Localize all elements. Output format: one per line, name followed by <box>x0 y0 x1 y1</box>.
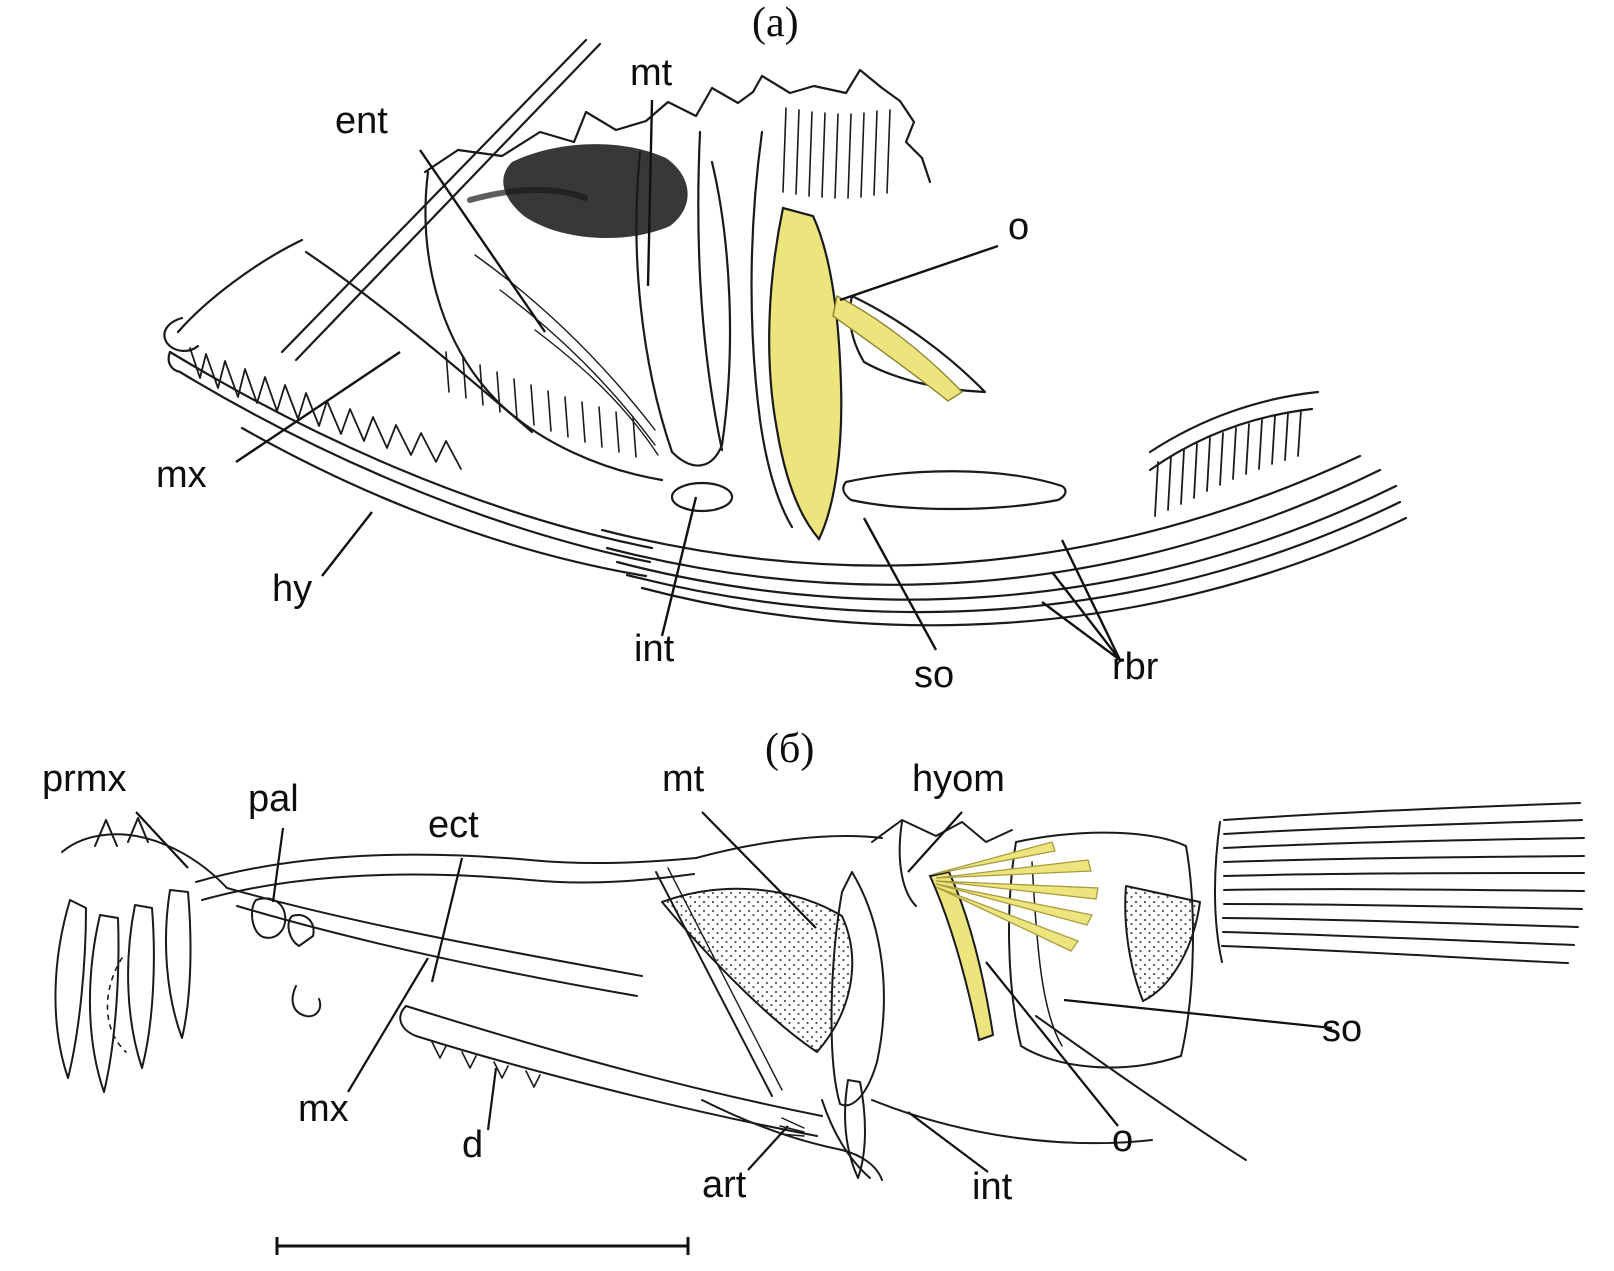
leader-prmx <box>135 811 189 869</box>
leader-lines-a <box>235 99 1122 661</box>
leader-hy <box>321 511 373 577</box>
muscle-highlight <box>928 841 1099 1042</box>
panel-b-title: (б) <box>765 726 815 772</box>
leader-o <box>839 244 999 302</box>
label-o-a: o <box>1008 206 1030 248</box>
label-d: d <box>462 1124 484 1166</box>
leader-mx <box>235 351 401 463</box>
label-so-b: so <box>1322 1008 1363 1050</box>
leader-mx-b <box>347 957 429 1093</box>
label-int-b: int <box>972 1166 1013 1208</box>
label-hy: hy <box>272 568 313 610</box>
leader-lines-b <box>135 811 1333 1173</box>
leader-int-b <box>907 1111 989 1173</box>
leader-d <box>486 1067 498 1131</box>
leader-ect <box>430 857 464 983</box>
panel-b-drawing <box>54 802 1585 1181</box>
leader-ent <box>419 149 546 333</box>
label-mx-a: mx <box>156 454 207 496</box>
opercle-streak <box>832 294 964 402</box>
leader-so-b <box>1063 998 1333 1030</box>
label-ect: ect <box>428 804 479 846</box>
label-rbr: rbr <box>1112 646 1159 688</box>
label-so-a: so <box>914 654 955 696</box>
label-int-a: int <box>634 628 675 670</box>
leader-int <box>660 496 698 637</box>
label-art: art <box>702 1164 747 1206</box>
leader-pal <box>271 827 285 903</box>
label-mt-b: mt <box>662 758 705 800</box>
leader-mt <box>646 99 654 287</box>
label-mx-b: mx <box>298 1088 349 1130</box>
leader-art <box>747 1125 789 1171</box>
leader-rbr <box>1041 539 1122 661</box>
label-hyom: hyom <box>912 758 1005 800</box>
label-pal: pal <box>248 778 299 820</box>
panel-a-title: (а) <box>752 0 799 46</box>
opercle-highlight <box>768 206 843 541</box>
leader-hyom <box>907 811 963 873</box>
leader-o-b <box>985 961 1119 1127</box>
panel-a-drawing <box>163 38 1408 627</box>
label-prmx: prmx <box>42 758 127 800</box>
label-o-b: o <box>1112 1118 1134 1160</box>
label-mt-a: mt <box>630 52 673 94</box>
leader-so <box>862 517 938 651</box>
scale-bar <box>275 1237 690 1255</box>
label-ent: ent <box>335 100 388 142</box>
leader-mt-b <box>701 811 817 929</box>
